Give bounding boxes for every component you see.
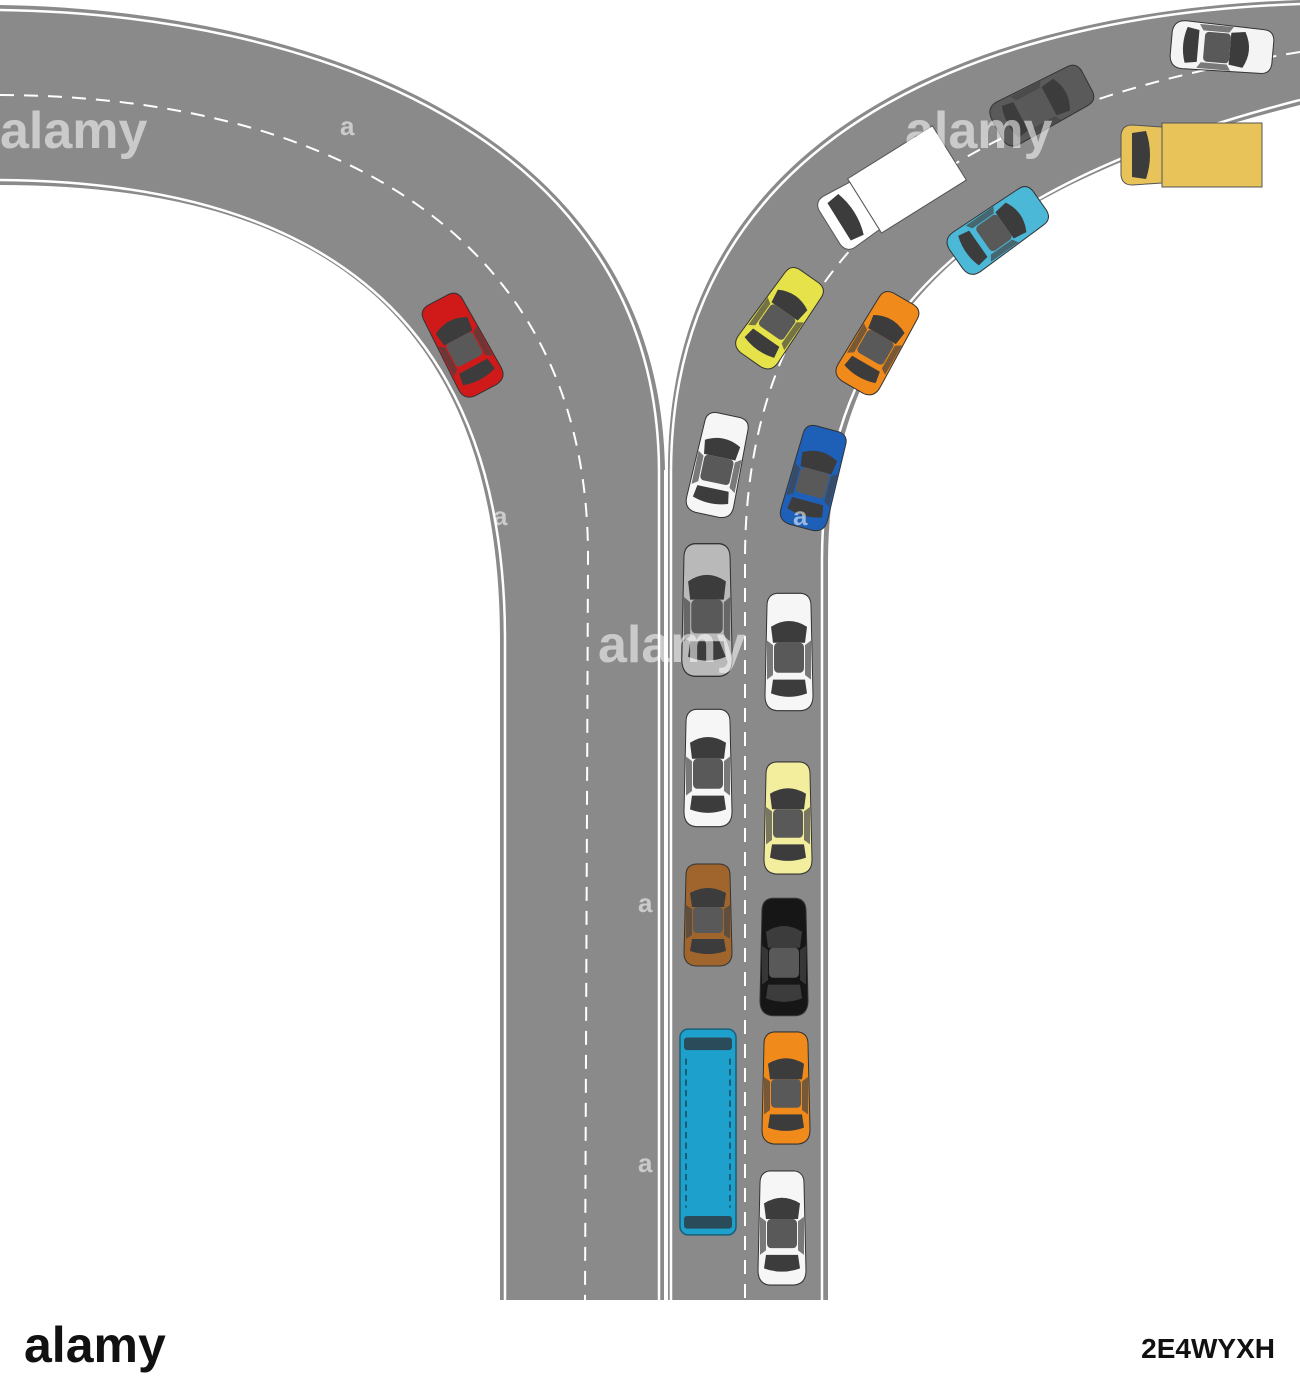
- car-white-3: [683, 708, 733, 828]
- watermark-brand-left: alamy: [0, 102, 148, 160]
- watermark-letter-4: a: [638, 888, 653, 918]
- watermark-letter-1: a: [340, 111, 355, 141]
- watermark-brand-center: alamy: [598, 616, 746, 674]
- left-road-edge-outer: [0, 8, 661, 1300]
- car-brown: [683, 863, 733, 967]
- watermark-letter-3: a: [793, 501, 808, 531]
- stock-footer: alamy 2E4WYXH: [0, 1300, 1300, 1390]
- bus-blue: [678, 1028, 738, 1236]
- footer-image-code: 2E4WYXH: [1141, 1333, 1275, 1364]
- left-road-edge-inner: [0, 178, 507, 1300]
- watermark-letter-5: a: [638, 1148, 653, 1178]
- truck-yellow: [1120, 122, 1263, 188]
- watermark-brand-right: alamy: [905, 102, 1053, 160]
- right-road-edge-outer: [669, 2, 1300, 1300]
- left-road-lane-marking: [0, 94, 590, 1300]
- footer-logo: alamy: [24, 1317, 166, 1373]
- road-scene: alamy alamy alamy a a a a a: [0, 0, 1300, 1300]
- car-white-2: [764, 592, 814, 712]
- right-road: [668, 0, 1300, 1300]
- car-black: [759, 897, 809, 1017]
- car-white-4: [757, 1170, 807, 1286]
- watermarks: alamy alamy alamy a a a a a: [0, 102, 1053, 1178]
- car-pale-yellow: [763, 761, 813, 875]
- car-orange-2: [761, 1031, 811, 1145]
- left-road: [0, 5, 665, 1300]
- watermark-letter-2: a: [493, 501, 508, 531]
- right-road-lane-marking: [744, 51, 1300, 1300]
